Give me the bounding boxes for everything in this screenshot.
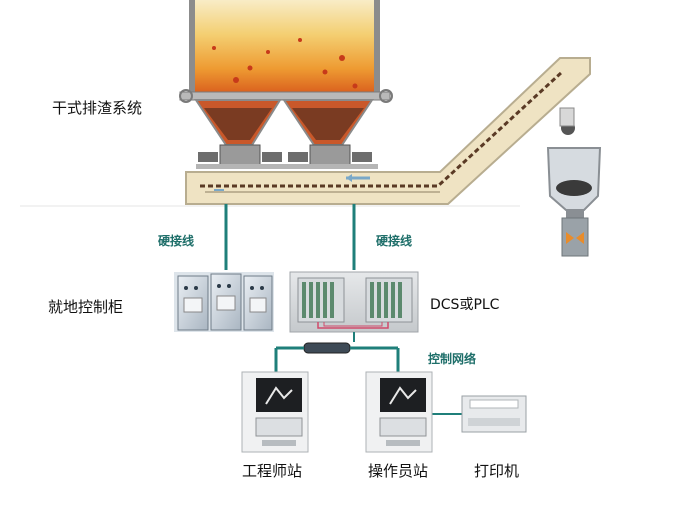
local-control-cabinet xyxy=(174,272,274,332)
operator-station xyxy=(365,371,433,453)
engineer-station xyxy=(241,371,309,453)
label-control-network: 控制网络 xyxy=(428,352,477,366)
hardwire-links xyxy=(224,204,356,270)
label-dry-slag-system: 干式排渣系统 xyxy=(52,99,143,117)
slag-conveyor xyxy=(185,57,591,205)
label-hardwire-left: 硬接线 xyxy=(158,234,195,248)
ash-silo xyxy=(546,147,602,257)
label-operator-station: 操作员站 xyxy=(368,462,429,480)
dcs-plc-rack xyxy=(289,271,419,333)
label-dcs-plc: DCS或PLC xyxy=(430,297,500,313)
label-printer: 打印机 xyxy=(474,462,520,480)
control-network xyxy=(274,332,462,415)
printer xyxy=(461,395,527,433)
slag-hopper xyxy=(179,0,393,169)
label-hardwire-right: 硬接线 xyxy=(376,234,413,248)
label-local-cabinet: 就地控制柜 xyxy=(48,298,124,316)
label-engineer-station: 工程师站 xyxy=(242,462,303,480)
